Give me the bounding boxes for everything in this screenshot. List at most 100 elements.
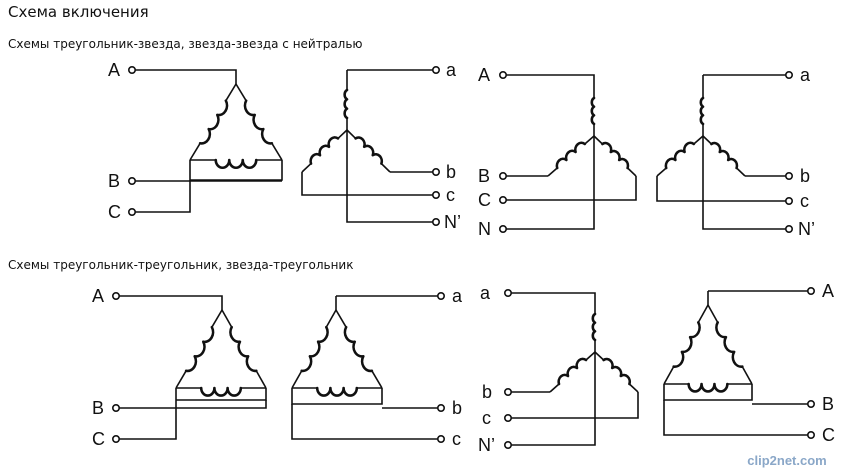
wire <box>371 370 383 389</box>
wire <box>301 163 312 173</box>
wire <box>503 136 595 230</box>
wire <box>741 366 753 385</box>
wire <box>132 69 237 84</box>
section-title-delta-star: Схемы треугольник-звезда, звезда-звезда … <box>8 37 363 51</box>
wire <box>346 129 357 139</box>
wire <box>656 167 667 177</box>
terminal-C <box>498 196 507 205</box>
label-c: c <box>452 429 461 449</box>
star-coil-top <box>343 88 349 120</box>
label-N: N <box>478 219 491 239</box>
delta-coil-left <box>198 99 229 145</box>
wire <box>503 176 637 201</box>
terminal-A <box>498 71 507 80</box>
terminal-C <box>806 430 815 439</box>
label-n: N’ <box>478 435 495 455</box>
wire <box>584 135 595 145</box>
terminal-b <box>431 168 440 177</box>
label-B: B <box>92 398 104 418</box>
label-a: a <box>446 60 457 80</box>
delta-coil-bottom <box>687 382 729 393</box>
delta-coil-right <box>343 325 374 373</box>
label-C: C <box>478 190 491 210</box>
wire <box>508 392 639 419</box>
label-a: a <box>452 286 463 306</box>
wire <box>175 370 187 389</box>
wire <box>291 404 441 440</box>
terminal-b <box>436 403 445 412</box>
label-C: C <box>92 429 105 449</box>
delta-coil-left <box>300 325 329 373</box>
terminal-b <box>503 387 512 396</box>
star-coil-right <box>602 357 632 386</box>
terminal-c <box>431 191 440 200</box>
label-C: C <box>108 202 121 222</box>
label-C: C <box>822 425 835 445</box>
label-A: A <box>822 281 834 301</box>
label-b: b <box>800 166 810 186</box>
wire <box>132 180 191 213</box>
terminal-a <box>503 288 512 297</box>
terminal-n <box>503 440 512 449</box>
label-B: B <box>822 394 834 414</box>
wire <box>301 172 436 196</box>
star-coil-top <box>590 96 596 126</box>
wire <box>663 400 811 436</box>
label-c: c <box>482 408 491 428</box>
wire <box>593 135 603 145</box>
wire <box>508 352 596 446</box>
label-c: c <box>446 185 455 205</box>
wire <box>508 292 596 306</box>
delta-coil-bottom <box>214 158 258 169</box>
label-B: B <box>478 166 490 186</box>
star-coil-top <box>699 96 705 126</box>
star-coil-left <box>557 357 588 386</box>
wire <box>291 388 383 405</box>
wire <box>547 167 558 177</box>
wire <box>627 167 637 177</box>
delta-coil-right <box>229 325 258 373</box>
star-coil-top <box>591 312 597 342</box>
star-coil-left <box>664 141 696 170</box>
terminal-B <box>806 399 815 408</box>
wire <box>337 129 348 139</box>
wire <box>736 167 746 177</box>
wire <box>702 135 712 145</box>
wire <box>549 383 560 393</box>
wire <box>235 83 247 102</box>
terminal-a <box>431 66 440 75</box>
wire <box>663 384 753 401</box>
wire <box>503 74 595 90</box>
terminal-c <box>784 197 793 206</box>
wire <box>189 160 283 181</box>
terminal-a <box>436 291 445 300</box>
label-b: b <box>482 382 492 402</box>
watermark-text: clip2net.com <box>747 453 826 468</box>
wire <box>628 383 639 393</box>
wire <box>116 400 267 409</box>
wire <box>211 309 223 328</box>
wire <box>697 304 709 323</box>
terminal-A <box>806 286 815 295</box>
wire <box>335 309 347 328</box>
wire <box>707 304 719 323</box>
terminal-C <box>112 434 121 443</box>
terminal-b <box>784 172 793 181</box>
wire <box>702 136 789 230</box>
wire <box>116 400 177 440</box>
terminal-B <box>128 177 137 186</box>
wire <box>346 130 436 223</box>
terminal-A <box>128 66 137 75</box>
terminal-C <box>128 208 137 217</box>
wire <box>176 388 267 401</box>
label-n: N’ <box>444 212 461 232</box>
terminal-c <box>436 434 445 443</box>
delta-coil-right <box>243 99 274 145</box>
label-A: A <box>92 286 104 306</box>
label-n: N’ <box>798 219 815 239</box>
wire <box>255 370 267 389</box>
star-coil-left <box>309 136 340 165</box>
section-title-delta-delta: Схемы треугольник-треугольник, звезда-тр… <box>8 258 354 272</box>
terminal-c <box>503 413 512 422</box>
